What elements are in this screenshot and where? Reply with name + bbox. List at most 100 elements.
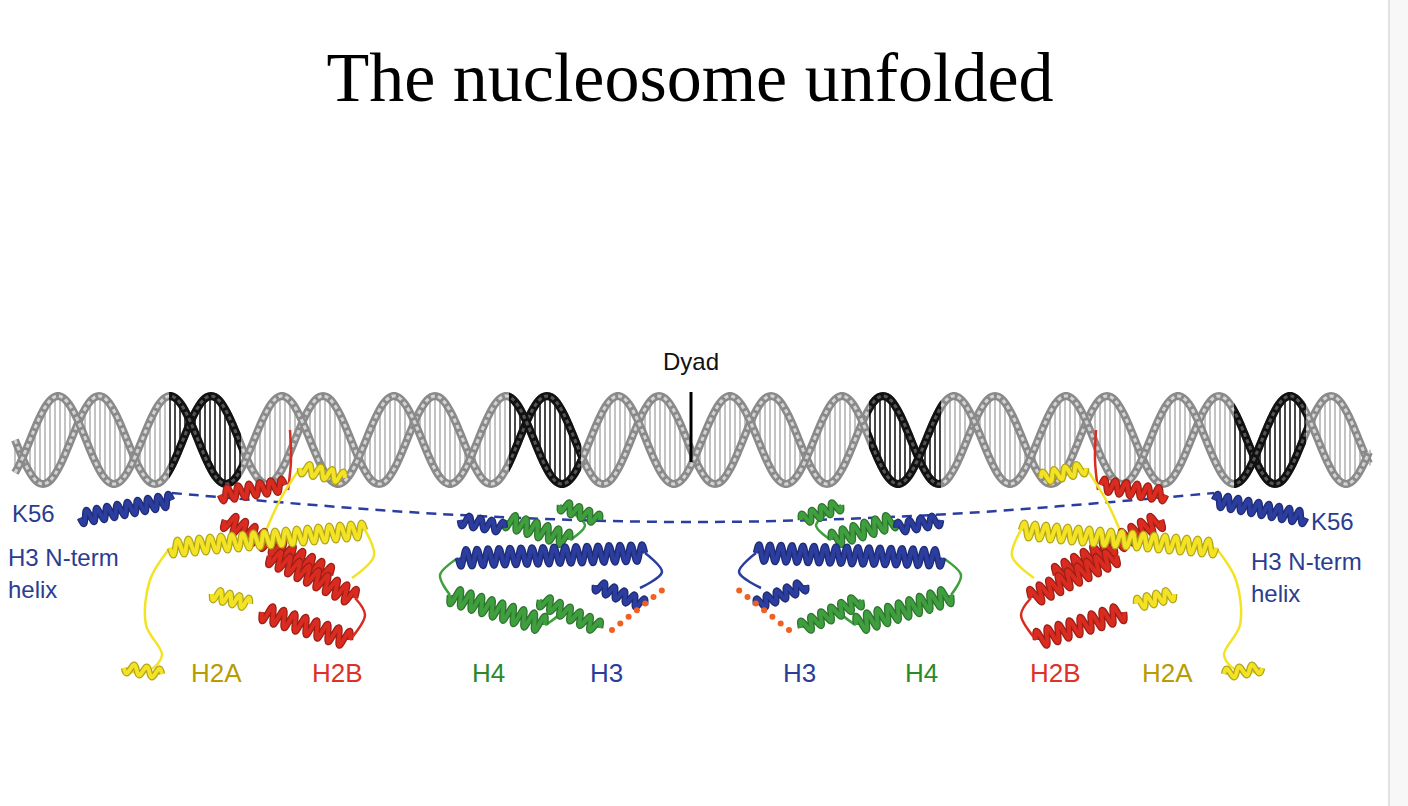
- helix-outline: [756, 583, 807, 608]
- base-pair: [769, 396, 771, 467]
- helix-outline: [1041, 464, 1086, 481]
- base-pair: [799, 442, 801, 471]
- base-pair: [774, 397, 776, 476]
- base-pair: [684, 435, 686, 476]
- h2a-h2b-dimer: [1012, 430, 1262, 677]
- base-pair: [219, 401, 221, 481]
- base-pair: [1104, 396, 1106, 465]
- base-pair: [999, 398, 1001, 478]
- base-pair: [1084, 419, 1086, 426]
- helix-ribbon: [1224, 665, 1262, 677]
- base-pair: [859, 417, 861, 428]
- base-pair: [709, 421, 711, 482]
- base-pair: [109, 404, 111, 483]
- helix-outline: [449, 589, 545, 630]
- disordered-dot: [609, 627, 615, 633]
- helix-outline: [505, 515, 570, 545]
- base-pair: [1279, 403, 1281, 483]
- helix-outline: [756, 544, 943, 566]
- helix-ribbon: [80, 494, 172, 524]
- base-pair: [894, 406, 896, 484]
- helix-label: H3 N-term helix: [1251, 546, 1386, 609]
- helix-outline: [896, 516, 941, 532]
- disordered-dot: [642, 601, 648, 607]
- base-pair: [159, 403, 161, 483]
- base-pair: [294, 407, 296, 440]
- base-pair: [314, 400, 316, 452]
- helix-ribbon: [1101, 479, 1166, 501]
- helix-outline: [460, 516, 505, 532]
- base-pair: [424, 403, 426, 448]
- base-pair: [1234, 413, 1236, 484]
- base-pair: [1339, 401, 1341, 481]
- helix-ribbon: [1029, 552, 1117, 602]
- base-pair: [159, 403, 161, 483]
- base-pair: [1109, 397, 1111, 475]
- base-pair: [994, 396, 996, 469]
- base-pair: [809, 450, 811, 466]
- base-pair: [1119, 407, 1121, 484]
- title: The nucleosome unfolded: [326, 38, 1053, 119]
- base-pair: [484, 423, 486, 481]
- base-pair: [554, 400, 556, 480]
- base-pair: [609, 400, 611, 480]
- base-pair: [224, 409, 226, 484]
- base-pair: [964, 404, 966, 445]
- helix-outline: [300, 464, 345, 481]
- histone-label: H4: [905, 656, 938, 690]
- helix-label: H3 N-term helix: [8, 542, 158, 605]
- base-pair: [324, 396, 326, 473]
- base-pair: [1309, 421, 1311, 423]
- base-pair: [169, 396, 171, 469]
- histone-label: H2B: [312, 656, 363, 690]
- base-pair: [974, 421, 976, 423]
- base-pair: [1194, 415, 1196, 431]
- base-pair: [1114, 400, 1116, 480]
- base-pair: [939, 409, 941, 484]
- base-pair: [1029, 457, 1031, 459]
- base-pair: [84, 409, 86, 438]
- base-pair: [44, 407, 46, 484]
- base-pair: [284, 397, 286, 464]
- disordered-dot: [786, 627, 792, 633]
- base-pair: [19, 452, 21, 463]
- helix-outline: [1224, 665, 1262, 677]
- base-pair: [1274, 411, 1276, 484]
- base-pair: [1174, 397, 1176, 475]
- disordered-dot: [651, 594, 657, 600]
- base-pair: [394, 396, 396, 467]
- base-pair: [789, 419, 791, 483]
- base-pair: [104, 398, 106, 478]
- base-pair: [24, 452, 26, 463]
- helix-outline: [220, 479, 285, 501]
- disordered-dot: [753, 601, 759, 607]
- base-pair: [1329, 396, 1331, 467]
- base-pair: [324, 396, 326, 473]
- base-pair: [299, 417, 301, 428]
- protein-loop: [640, 553, 662, 588]
- base-pair: [1164, 407, 1166, 484]
- base-pair: [214, 397, 216, 476]
- base-pair: [504, 396, 506, 471]
- base-pair: [559, 407, 561, 484]
- base-pair: [94, 397, 96, 461]
- base-pair: [409, 413, 411, 433]
- base-pair: [434, 396, 436, 469]
- helix-ribbon: [262, 606, 351, 645]
- protein-loop: [1216, 548, 1256, 672]
- base-pair: [1359, 442, 1361, 471]
- dyad-line: [690, 392, 693, 462]
- helix-ribbon: [800, 597, 862, 630]
- helix-outline: [80, 494, 172, 524]
- base-pair: [1059, 398, 1061, 478]
- helix-outline: [560, 502, 600, 522]
- base-pair: [629, 406, 631, 443]
- base-pair: [754, 413, 756, 433]
- base-pair: [354, 450, 356, 466]
- helix-outline: [1136, 590, 1174, 607]
- base-pair: [834, 399, 836, 479]
- base-pair: [1219, 396, 1221, 471]
- h2a-h2b-dimer: [124, 430, 374, 677]
- base-pair: [459, 433, 461, 478]
- base-pair: [669, 404, 671, 483]
